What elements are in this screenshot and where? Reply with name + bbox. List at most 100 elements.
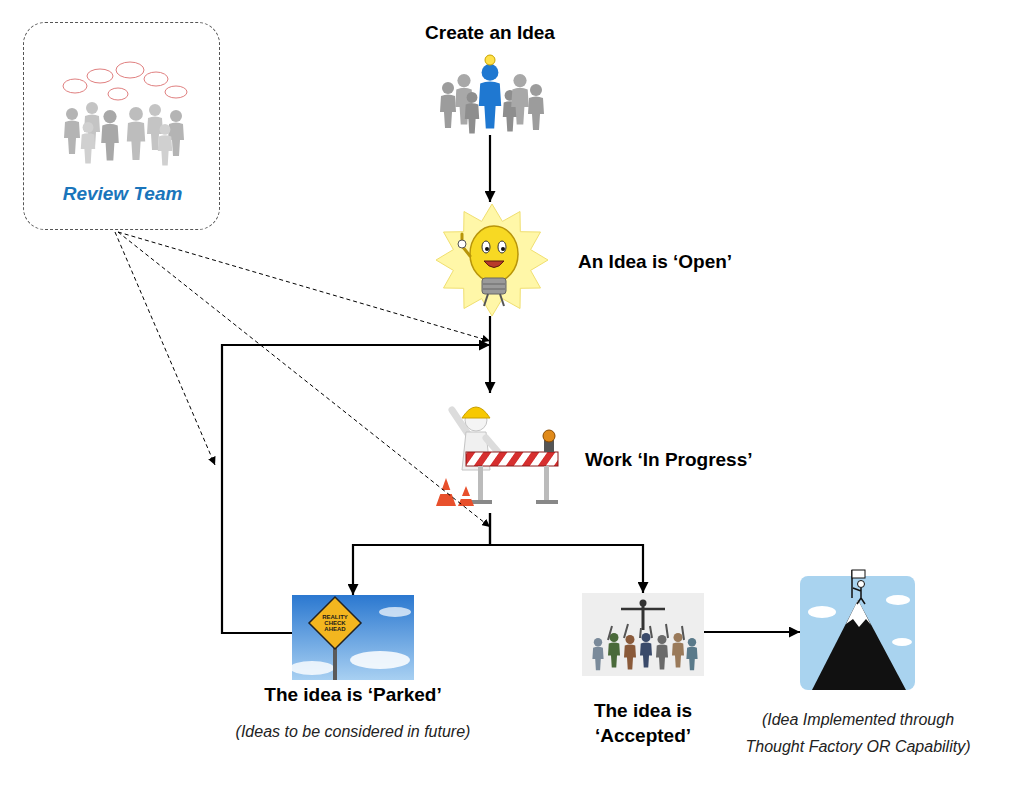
cone-band — [461, 496, 471, 499]
bulb-hand — [458, 240, 466, 248]
person-figure — [686, 638, 697, 670]
road-sign — [309, 597, 361, 649]
barrier-foot — [536, 500, 558, 504]
person-figure — [624, 635, 636, 670]
flow-arrow — [353, 513, 490, 595]
implemented-node: (Idea Implemented through Thought Factor… — [800, 576, 915, 690]
person-figure — [672, 633, 684, 668]
picture-background — [800, 576, 915, 690]
cloud — [350, 651, 410, 669]
speech-bubble — [87, 69, 113, 83]
worker-illustration — [436, 407, 558, 506]
bulb-thread — [483, 289, 505, 290]
climber-body — [853, 588, 865, 604]
barrier-leg — [544, 466, 549, 502]
review-arrow — [115, 232, 215, 465]
idea-creation-node: Create an Idea — [420, 18, 560, 135]
hard-hat — [462, 407, 490, 418]
small-bulb — [485, 55, 495, 65]
flow-arrow — [490, 513, 643, 593]
node-title: Create an Idea — [390, 22, 590, 44]
cloud — [892, 638, 912, 646]
cloud — [379, 607, 411, 617]
barrier-foot — [470, 500, 492, 504]
bulb-leg — [500, 294, 504, 306]
worker-arm — [486, 438, 498, 452]
climber-head — [858, 581, 865, 588]
review-crowd — [63, 62, 187, 165]
node-title: (Idea Implemented through Thought Factor… — [738, 706, 978, 760]
cone-band — [440, 490, 452, 494]
person-figure — [511, 74, 529, 125]
raised-arms — [608, 624, 684, 640]
node-title: Work ‘In Progress’ — [585, 449, 825, 471]
speech-bubble — [144, 72, 168, 86]
node-title: The idea is ‘Accepted’ — [578, 698, 708, 748]
bulb-eye — [498, 241, 506, 253]
flag — [852, 570, 865, 578]
person-figure — [64, 108, 80, 154]
lightbulb-illustration — [436, 204, 548, 316]
person-figure — [640, 633, 652, 668]
review-arrow — [118, 232, 490, 341]
person-figure — [479, 64, 501, 128]
lifted-person-head — [640, 600, 647, 607]
bulb-pupil — [485, 247, 489, 251]
node-title: An Idea is ‘Open’ — [578, 251, 818, 273]
bulb-glass — [470, 226, 518, 282]
cloud — [290, 661, 334, 675]
traffic-cone — [436, 478, 456, 506]
cloud — [886, 595, 910, 605]
barrier-board — [466, 452, 558, 466]
picture-background — [582, 593, 704, 676]
accepted-node: The idea is ‘Accepted’ — [582, 593, 704, 676]
cloud — [808, 606, 836, 618]
barrier-leg — [478, 466, 483, 502]
warning-lamp — [543, 430, 555, 442]
starburst — [436, 204, 548, 316]
bulb-thread — [483, 284, 505, 285]
person-figure — [440, 82, 456, 128]
mountain — [812, 600, 906, 690]
person-figure — [608, 633, 620, 668]
bulb-smile — [484, 261, 504, 268]
bulb-pupil — [501, 247, 505, 251]
review-arrow — [118, 232, 490, 527]
summit-picture — [800, 570, 915, 690]
node-note: (Ideas to be considered in future) — [202, 721, 504, 743]
traffic-cone — [458, 486, 474, 506]
speech-bubble — [63, 79, 87, 93]
in-progress-node: Work ‘In Progress’ — [430, 393, 550, 513]
sign-post — [333, 645, 337, 680]
person-figure — [158, 124, 172, 165]
flow-arrow — [222, 345, 490, 633]
node-title: The idea is ‘Parked’ — [232, 684, 474, 706]
person-figure — [528, 84, 544, 130]
sign-text: REALITY CHECK AHEAD — [321, 614, 349, 632]
open-idea-node: An Idea is ‘Open’ — [438, 202, 542, 316]
lifted-person-body — [642, 606, 645, 630]
parked-picture — [290, 595, 414, 680]
accepted-picture — [582, 593, 704, 676]
bulb-eye — [482, 241, 490, 253]
flow-arrow — [489, 316, 491, 393]
bulb-leg — [484, 294, 488, 306]
person-figure — [81, 122, 95, 163]
person-figure — [592, 638, 603, 670]
speech-bubble — [108, 88, 128, 100]
person-figure — [656, 635, 668, 670]
bulb-base — [482, 278, 506, 294]
speech-bubble — [116, 62, 144, 78]
flow-arrow — [489, 135, 491, 202]
node-title: Review Team — [24, 183, 221, 205]
speech-bubble — [165, 86, 187, 98]
flow-arrow — [704, 631, 800, 633]
person-figure — [127, 107, 145, 160]
idea-crowd — [440, 55, 544, 133]
person-figure — [101, 110, 119, 161]
